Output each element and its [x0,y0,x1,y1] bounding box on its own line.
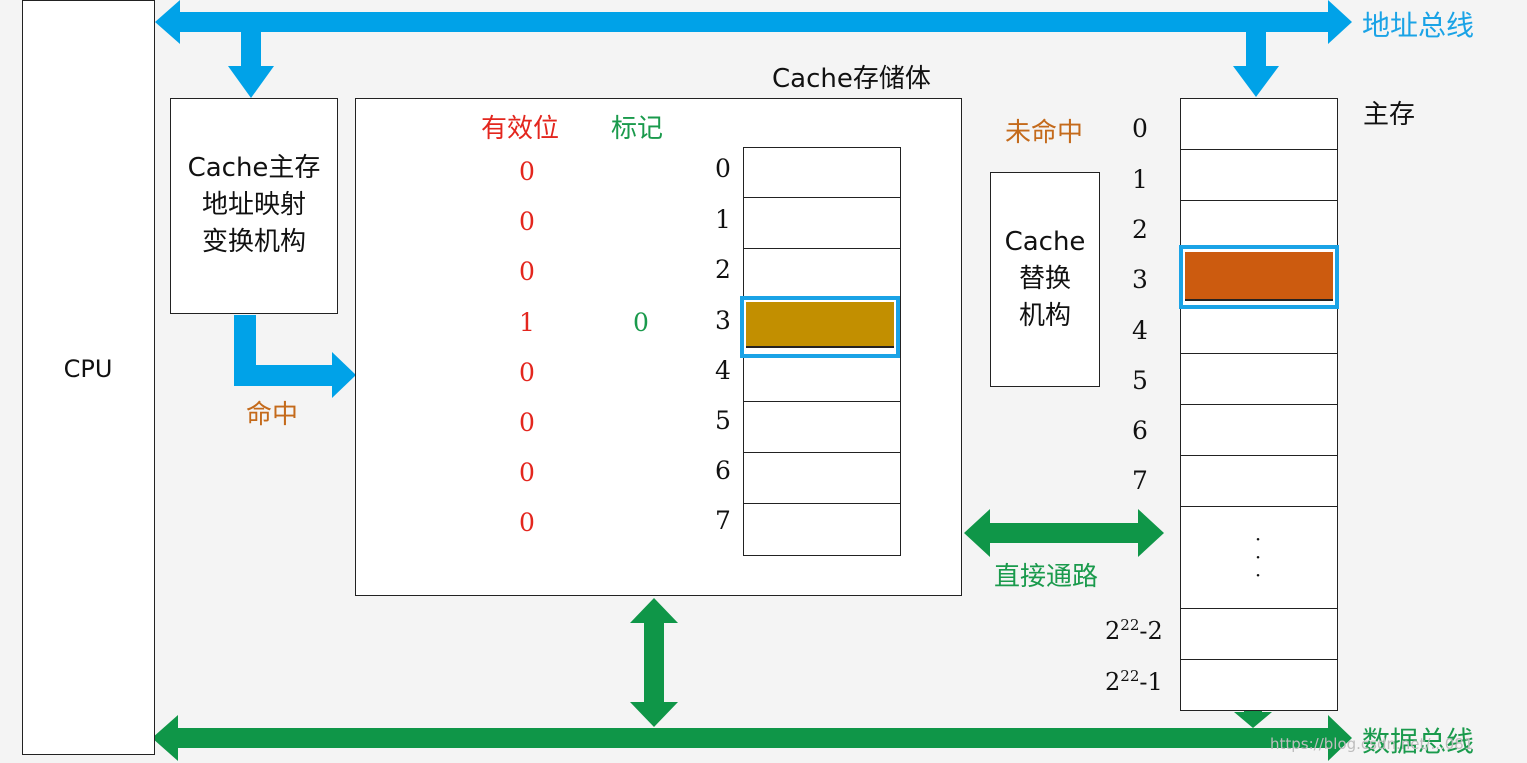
miss-label: 未命中 [1005,118,1084,148]
cache-line [743,197,901,249]
cache-line-highlight-fill [746,302,894,348]
cache-line-number: 6 [715,456,731,485]
address-bus-arrow [155,0,1352,44]
memory-block [1180,98,1338,151]
replacement-unit-line-1: Cache [1004,227,1086,257]
cache-data-bus-arrow [630,598,678,727]
memory-block [1180,353,1338,406]
cache-line-number: 1 [715,205,731,234]
cache-title: Cache存储体 [772,64,931,94]
cache-line-number: 4 [715,356,731,385]
cache-line-number: 2 [715,255,731,284]
valid-bit-header: 有效位 [481,114,560,144]
tail-suffix: -2 [1139,617,1163,645]
tail-base: 2 [1105,668,1121,696]
memory-block-number: 1 [1132,165,1148,194]
ellipsis-dot: · [1254,563,1262,587]
memory-block-number: 5 [1132,366,1148,395]
valid-bit: 0 [519,458,535,487]
memory-block [1180,608,1338,661]
memory-block-number: 4 [1132,316,1148,345]
cache-line-highlight [740,296,900,358]
memory-block [1180,659,1338,711]
ellipsis-dot: · [1254,545,1262,569]
valid-bit: 0 [519,157,535,186]
memory-block [1180,404,1338,457]
valid-bit: 0 [519,508,535,537]
cache-line [743,401,901,453]
memory-block [1180,149,1338,202]
memory-block-number: 3 [1132,265,1148,294]
valid-bit: 0 [519,408,535,437]
cpu-label: CPU [63,355,113,383]
hit-arrow [234,315,356,398]
memory-block-number: 2 [1132,215,1148,244]
direct-path-arrow [964,509,1164,557]
cache-line [743,452,901,504]
main-memory-title: 主存 [1363,100,1416,130]
memory-block-tail-number: 222-2 [1105,616,1163,645]
cache-line [743,248,901,300]
mapping-unit-label: Cache主存 地址映射 变换机构 [170,150,338,261]
cache-line-number: 7 [715,506,731,535]
hit-label: 命中 [246,400,299,430]
cache-line [743,503,901,556]
memory-block-highlight-fill [1185,252,1333,301]
memory-block-ellipsis [1180,506,1338,610]
data-bus-label: 数据总线 [1362,725,1475,758]
address-bus-label: 地址总线 [1362,9,1475,42]
ellipsis-dot: · [1254,527,1262,551]
mapping-unit-box [170,98,338,314]
valid-bit: 0 [519,257,535,286]
cpu-box [22,0,155,755]
direct-path-label: 直接通路 [994,562,1099,592]
tail-exp: 22 [1120,616,1140,634]
memory-block [1180,200,1338,253]
replacement-unit-label: Cache 替换 机构 [990,224,1100,335]
memory-ellipsis: · · · [1250,527,1266,587]
watermark: https://blog.csdn.net/...081 [1270,735,1474,753]
tail-base: 2 [1105,617,1121,645]
memory-block-number: 6 [1132,416,1148,445]
cache-line [743,147,901,199]
address-to-memory-arrow [1233,32,1279,97]
mapping-unit-line-2: 地址映射 [201,190,306,220]
replacement-unit-box [990,172,1100,387]
mapping-unit-line-1: Cache主存 [187,153,321,183]
replacement-unit-line-2: 替换 [1018,264,1071,294]
replacement-unit-line-3: 机构 [1018,301,1071,331]
memory-block [1180,455,1338,508]
memory-block-highlight [1179,245,1339,309]
tail-exp: 22 [1120,667,1140,685]
valid-bit: 0 [519,207,535,236]
address-to-mapping-arrow [228,32,274,98]
valid-bit: 0 [519,358,535,387]
data-bus-arrow [152,715,1352,761]
tag-header: 标记 [611,114,664,144]
memory-block-number: 0 [1132,114,1148,143]
memory-block-tail-number: 222-1 [1105,667,1163,696]
memory-block-number: 7 [1132,466,1148,495]
cache-line-number: 0 [715,154,731,183]
cache-line [743,350,901,402]
tail-suffix: -1 [1139,668,1163,696]
valid-bit: 1 [519,308,535,337]
mapping-unit-line-3: 变换机构 [201,227,306,257]
cache-line-number: 3 [715,306,731,335]
memory-block [1180,302,1338,355]
cache-line-number: 5 [715,406,731,435]
tag-value: 0 [633,308,649,337]
